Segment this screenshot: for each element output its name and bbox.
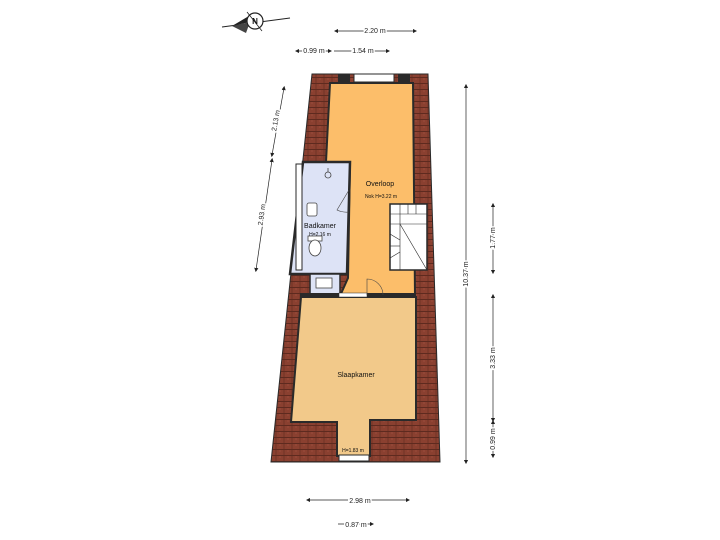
- room-height-overloop: Nok H=3.22 m: [365, 194, 397, 200]
- badkamer-floor: [288, 160, 352, 276]
- room-label-badkamer: Badkamer: [304, 223, 337, 230]
- staircase: [389, 203, 428, 271]
- dim-right-upper: 1.77 m: [490, 227, 497, 249]
- compass: N: [221, 11, 291, 33]
- badkamer-door-swing: [336, 189, 350, 213]
- closet-fixture: [315, 277, 333, 289]
- dimension-lines: [254, 28, 496, 527]
- room-label-slaapkamer: Slaapkamer: [337, 372, 375, 379]
- dim-right-middle: 3.33 m: [490, 347, 497, 369]
- window-top: [353, 73, 395, 83]
- window-top-left: [338, 74, 350, 82]
- window-top-right: [398, 74, 410, 82]
- dim-top-left-segment: 0.99 m: [303, 48, 325, 55]
- shower: [324, 168, 332, 179]
- north-arrow-icon: N: [221, 11, 291, 33]
- room-height-slaapkamer: H=1.83 m: [342, 448, 364, 454]
- toilet: [307, 235, 323, 257]
- dormer-window-bottom: [338, 454, 370, 462]
- badkamer-window: [295, 163, 303, 271]
- dim-top-width: 2.20 m: [364, 28, 386, 35]
- dim-bottom-small: 0.87 m: [345, 522, 367, 529]
- dim-right-lower: 0.99 m: [490, 428, 497, 450]
- compass-label: N: [252, 17, 258, 26]
- door-opening: [338, 292, 368, 298]
- door-swing: [366, 278, 384, 296]
- slaapkamer-floor: [289, 296, 417, 457]
- dim-bottom-width: 2.98 m: [349, 498, 371, 505]
- dim-top-right-segment: 1.54 m: [352, 48, 374, 55]
- dim-left-upper: 2.13 m: [271, 109, 282, 131]
- sink: [306, 202, 318, 217]
- room-height-badkamer: H=2.16 m: [309, 232, 331, 238]
- room-label-overloop: Overloop: [366, 181, 395, 188]
- dim-left-lower: 2.93 m: [258, 204, 268, 226]
- dim-right-total: 10.37 m: [463, 261, 470, 286]
